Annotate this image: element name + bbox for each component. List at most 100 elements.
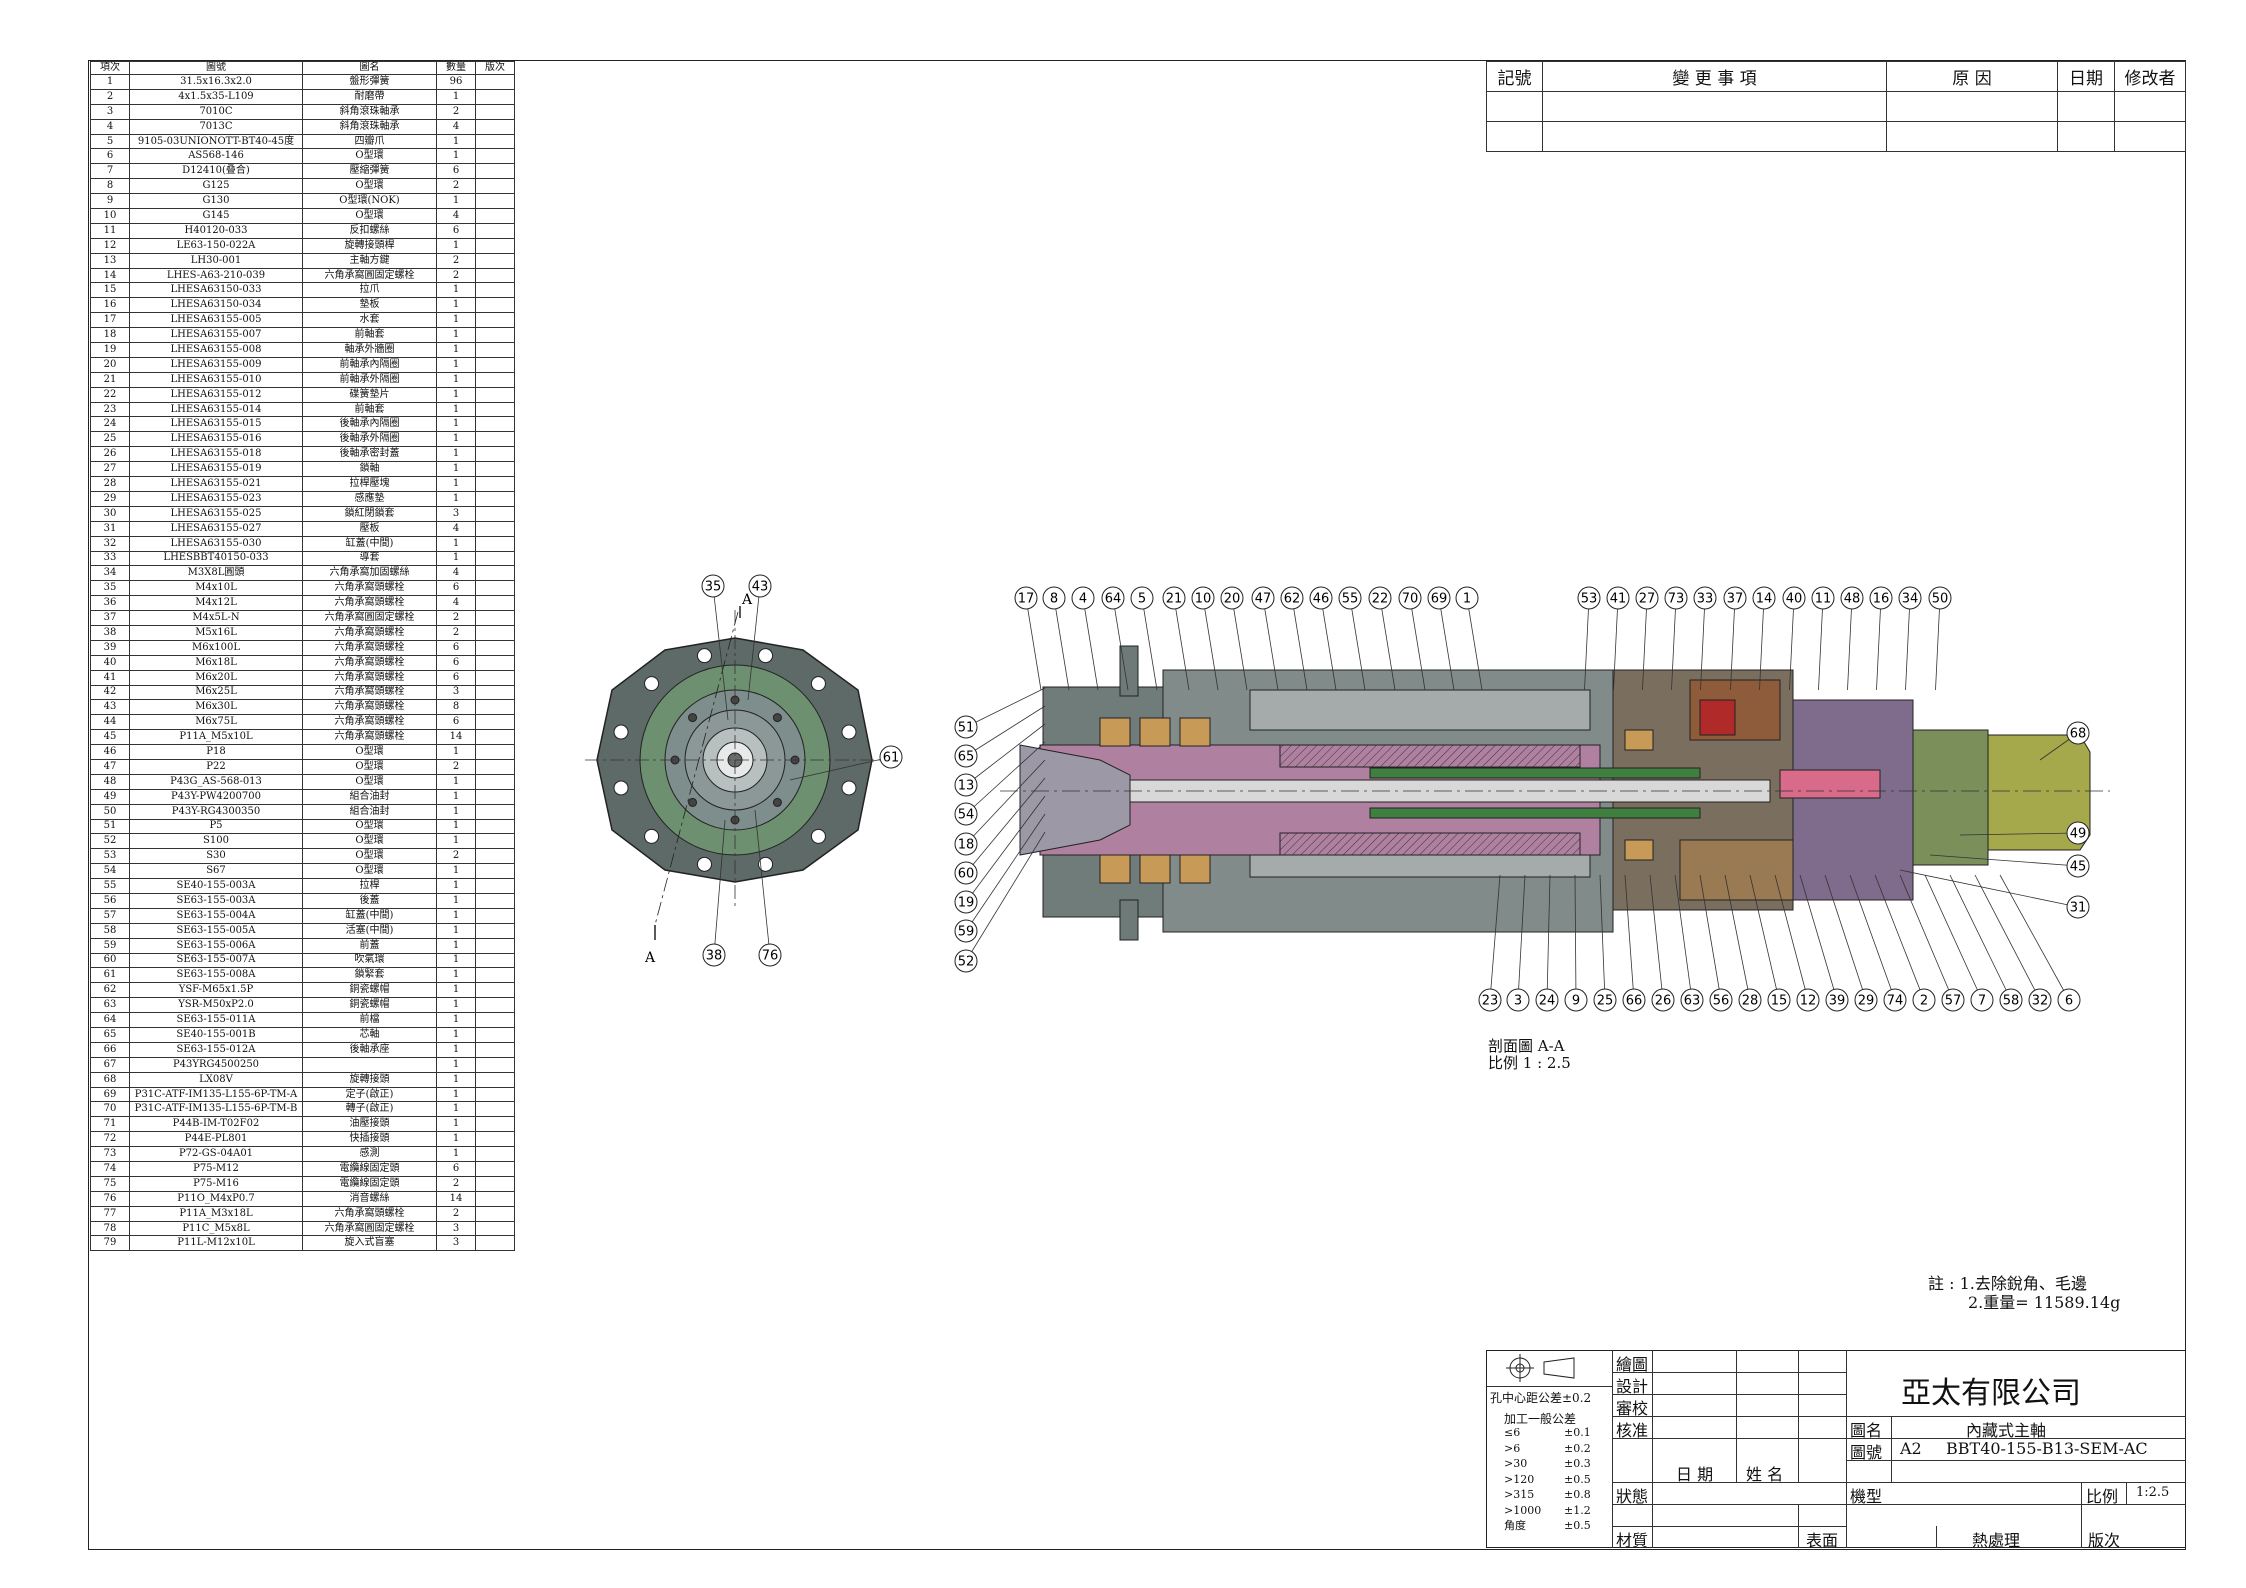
balloon-callout: 50 bbox=[1928, 586, 1952, 691]
tolerance-range: >315 bbox=[1504, 1488, 1535, 1501]
balloon-callout: 20 bbox=[1220, 586, 1248, 691]
scale-label: 比例 bbox=[2086, 1487, 2119, 1506]
balloon-number: 66 bbox=[1626, 994, 1643, 1009]
balloon-callout: 58 bbox=[1949, 874, 2023, 1012]
balloon-callout: 8 bbox=[1042, 586, 1070, 691]
balloon-number: 28 bbox=[1742, 994, 1759, 1009]
balloon-number: 35 bbox=[705, 580, 722, 595]
balloon-callout: 15 bbox=[1749, 874, 1791, 1012]
drawing-no-cell: P11L-M12x10L bbox=[129, 1235, 303, 1252]
balloon-callout: 22 bbox=[1368, 586, 1396, 691]
tolerance-row: 角度±0.5 bbox=[1504, 1518, 1604, 1534]
header-quantity: 數量 bbox=[436, 61, 476, 75]
notes: 註 : 1.去除銳角、毛邊 2.重量= 11589.14g bbox=[1928, 1274, 2120, 1312]
balloon-number: 65 bbox=[958, 750, 975, 765]
general-tolerance-title: 加工一般公差 bbox=[1504, 1412, 1577, 1426]
tolerance-range: 角度 bbox=[1504, 1519, 1526, 1532]
balloon-number: 49 bbox=[2070, 827, 2087, 842]
bolt-hole bbox=[810, 676, 826, 692]
balloon-callout: 29 bbox=[1824, 874, 1878, 1012]
balloon-number: 39 bbox=[1829, 994, 1846, 1009]
tolerance-range: ≤6 bbox=[1504, 1426, 1521, 1439]
balloon-callout: 10 bbox=[1191, 586, 1219, 691]
balloon-number: 32 bbox=[2032, 994, 2049, 1009]
balloon-callout: 68 bbox=[2039, 721, 2090, 761]
balloon-number: 68 bbox=[2070, 727, 2087, 742]
balloon-number: 52 bbox=[958, 955, 975, 970]
drawing-name: 內藏式主軸 bbox=[1966, 1421, 2047, 1440]
balloon-number: 14 bbox=[1756, 592, 1773, 607]
balloon-number: 21 bbox=[1166, 592, 1183, 607]
balloon-number: 16 bbox=[1873, 592, 1890, 607]
bolt-hole bbox=[644, 828, 660, 844]
tolerance-value: ±0.8 bbox=[1564, 1488, 1591, 1501]
balloon-callout: 70 bbox=[1398, 586, 1426, 691]
balloon-number: 27 bbox=[1639, 592, 1656, 607]
balloon-number: 18 bbox=[958, 838, 975, 853]
tolerance-list: ≤6±0.1>6±0.2>30±0.3>120±0.5>315±0.8>1000… bbox=[1504, 1425, 1604, 1534]
balloon-callout: 1 bbox=[1455, 586, 1483, 691]
tolerance-value: ±0.3 bbox=[1564, 1457, 1591, 1470]
balloon-callout: 37 bbox=[1723, 586, 1747, 691]
balloon-number: 31 bbox=[2070, 901, 2087, 916]
balloon-callout: 33 bbox=[1693, 586, 1717, 691]
balloon-callout: 32 bbox=[1974, 874, 2052, 1012]
balloon-number: 13 bbox=[958, 779, 975, 794]
balloon-number: 33 bbox=[1697, 592, 1714, 607]
tolerance-row: >6±0.2 bbox=[1504, 1441, 1604, 1457]
section-mark-a-bottom: A bbox=[644, 950, 656, 966]
balloon-callout: 43 bbox=[747, 574, 772, 701]
revision-row bbox=[1486, 121, 2186, 152]
date-label: 日 期 bbox=[1676, 1465, 1714, 1484]
bolt-hole bbox=[613, 724, 629, 740]
balloon-number: 37 bbox=[1727, 592, 1744, 607]
balloon-callout: 62 bbox=[1280, 586, 1308, 691]
balloon-callout: 34 bbox=[1898, 586, 1922, 691]
screw-hole bbox=[688, 797, 698, 807]
note-line-2: 2.重量= 11589.14g bbox=[1968, 1293, 2121, 1312]
sheet-size: A2 bbox=[1900, 1439, 1922, 1458]
balloon-callout: 64 bbox=[1101, 586, 1129, 691]
balloon-callout: 25 bbox=[1593, 874, 1617, 1012]
balloon-callout: 12 bbox=[1774, 874, 1820, 1012]
balloon-callout: 6 bbox=[1999, 874, 2081, 1012]
balloon-number: 4 bbox=[1079, 592, 1087, 607]
tolerance-range: >120 bbox=[1504, 1472, 1535, 1486]
balloon-callout: 66 bbox=[1622, 874, 1646, 1012]
bolt-hole bbox=[696, 648, 712, 664]
tolerance-row: >120±0.5 bbox=[1504, 1472, 1604, 1488]
screw-hole bbox=[688, 713, 698, 723]
material-label: 材質 bbox=[1616, 1531, 1649, 1550]
balloon-number: 69 bbox=[1431, 592, 1448, 607]
balloon-callout: 45 bbox=[1929, 854, 2090, 878]
balloon-number: 60 bbox=[958, 867, 975, 882]
balloon-callout: 28 bbox=[1724, 874, 1762, 1012]
balloon-callout: 9 bbox=[1564, 874, 1588, 1012]
balloon-number: 50 bbox=[1932, 592, 1949, 607]
section-scale: 比例 1 : 2.5 bbox=[1488, 1054, 1571, 1072]
balloon-number: 73 bbox=[1668, 592, 1685, 607]
balloon-number: 61 bbox=[883, 751, 900, 766]
balloon-callout: 46 bbox=[1309, 586, 1337, 691]
bolt-hole bbox=[696, 856, 712, 872]
balloon-callout: 2 bbox=[1874, 874, 1936, 1012]
balloon-number: 15 bbox=[1771, 994, 1788, 1009]
balloon-number: 29 bbox=[1858, 994, 1875, 1009]
